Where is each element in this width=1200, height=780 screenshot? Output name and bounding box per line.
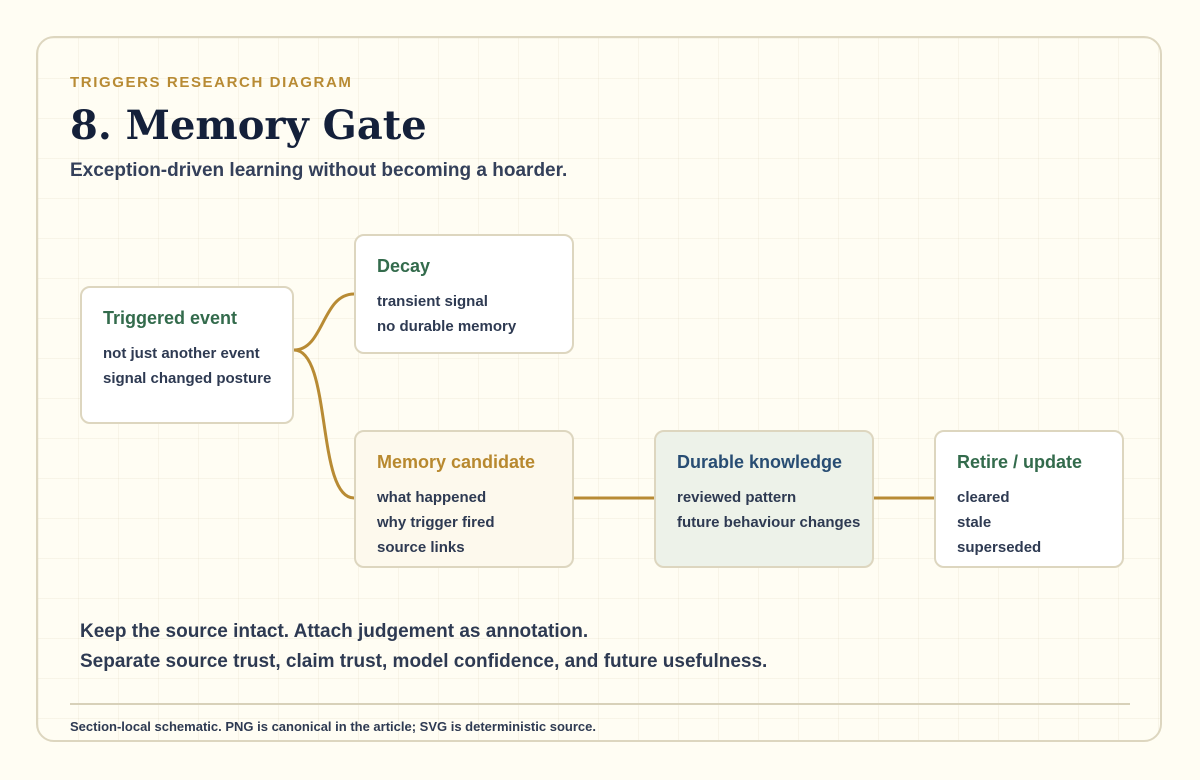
- node-line: transient signal: [377, 293, 488, 310]
- node-title: Retire / update: [957, 452, 1083, 472]
- diagram-card: [36, 36, 1162, 742]
- node-line: reviewed pattern: [677, 489, 797, 506]
- connector-trigger-to-candidate: [293, 348, 355, 500]
- node-line: why trigger fired: [377, 514, 495, 531]
- node-memory-candidate: Memory candidate what happened why trigg…: [354, 430, 574, 568]
- node-durable-knowledge: Durable knowledge reviewed pattern futur…: [654, 430, 874, 568]
- node-line: no durable memory: [377, 318, 517, 335]
- node-line: stale: [957, 514, 992, 531]
- node-triggered-event: Triggered event not just another event s…: [80, 286, 294, 424]
- node-title: Durable knowledge: [677, 452, 843, 472]
- note-line-2: Separate source trust, claim trust, mode…: [80, 651, 768, 672]
- diagram-eyebrow: TRIGGERS RESEARCH DIAGRAM: [70, 74, 353, 91]
- node-title: Memory candidate: [377, 452, 536, 472]
- page-title: 8. Memory Gate: [70, 102, 427, 149]
- note-line-1: Keep the source intact. Attach judgement…: [80, 621, 589, 642]
- node-line: superseded: [957, 539, 1042, 556]
- node-line: source links: [377, 539, 465, 556]
- node-line: future behaviour changes: [677, 514, 861, 531]
- node-title: Triggered event: [103, 308, 238, 328]
- page-subtitle: Exception-driven learning without becomi…: [70, 160, 568, 181]
- connector-trigger-to-decay: [293, 292, 355, 352]
- node-line: cleared: [957, 489, 1010, 506]
- footer-caption: Section-local schematic. PNG is canonica…: [70, 719, 596, 734]
- node-decay: Decay transient signal no durable memory: [354, 234, 574, 354]
- node-line: signal changed posture: [103, 370, 272, 387]
- node-line: not just another event: [103, 345, 260, 362]
- node-retire-update: Retire / update cleared stale superseded: [934, 430, 1124, 568]
- footer-divider: [70, 703, 1130, 705]
- node-line: what happened: [377, 489, 487, 506]
- node-title: Decay: [377, 256, 431, 276]
